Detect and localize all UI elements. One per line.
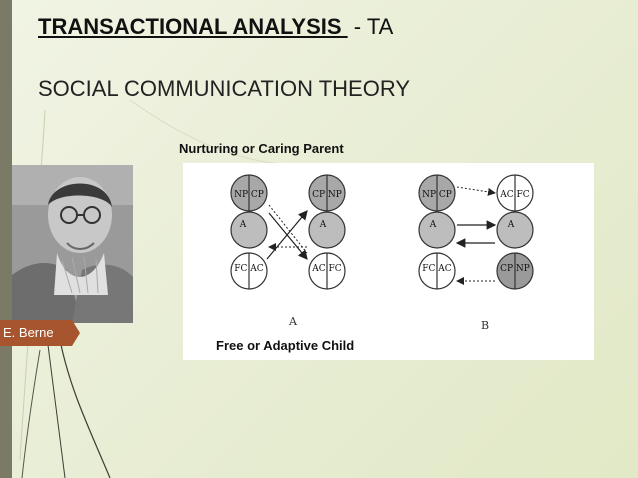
b-child-left-label: FC AC — [422, 264, 451, 274]
bottom-caption: Free or Adaptive Child — [216, 338, 355, 353]
child-right-label: AC FC — [311, 264, 341, 274]
b-child-right-label: CP NP — [500, 264, 530, 274]
diagram-b-label: B — [481, 319, 489, 332]
slide-subtitle: SOCIAL COMMUNICATION THEORY — [38, 76, 411, 101]
b-adult-right-label: A — [507, 220, 515, 230]
title-underline-gap — [342, 14, 348, 39]
ego-state-svg: NP CP A FC AC CP NP A AC FC A NP CP — [230, 174, 534, 332]
adult-left-state — [230, 211, 268, 249]
b-parent-right-label: AC FC — [499, 190, 529, 200]
title-main: TRANSACTIONAL ANALYSIS — [38, 14, 342, 39]
top-caption: Nurturing or Caring Parent — [179, 141, 344, 156]
title-suffix: - TA — [353, 14, 394, 39]
b-adult-left-label: A — [429, 220, 437, 230]
adult-left-label: A — [239, 220, 247, 230]
child-left-label: FC AC — [234, 264, 263, 274]
b-adult-right-state — [496, 211, 534, 249]
adult-right-label: A — [319, 220, 327, 230]
parent-right-label: CP NP — [312, 190, 342, 200]
parent-left-label: NP CP — [234, 190, 264, 200]
adult-right-state — [308, 211, 346, 249]
b-adult-left-state — [418, 211, 456, 249]
name-tag: E. Berne — [0, 320, 80, 346]
left-side-bar — [0, 0, 12, 478]
diagram-b: NP CP A FC AC AC FC A CP NP B — [418, 174, 534, 332]
portrait-photo — [12, 165, 133, 323]
portrait-figure — [12, 165, 133, 323]
ego-state-diagram: NP CP A FC AC CP NP A AC FC A NP CP — [183, 163, 594, 360]
b-parent-left-label: NP CP — [422, 190, 452, 200]
diagram-a: NP CP A FC AC CP NP A AC FC A — [230, 174, 346, 328]
slide-title: TRANSACTIONAL ANALYSIS - TA — [38, 14, 393, 40]
diagram-a-label: A — [288, 315, 298, 328]
